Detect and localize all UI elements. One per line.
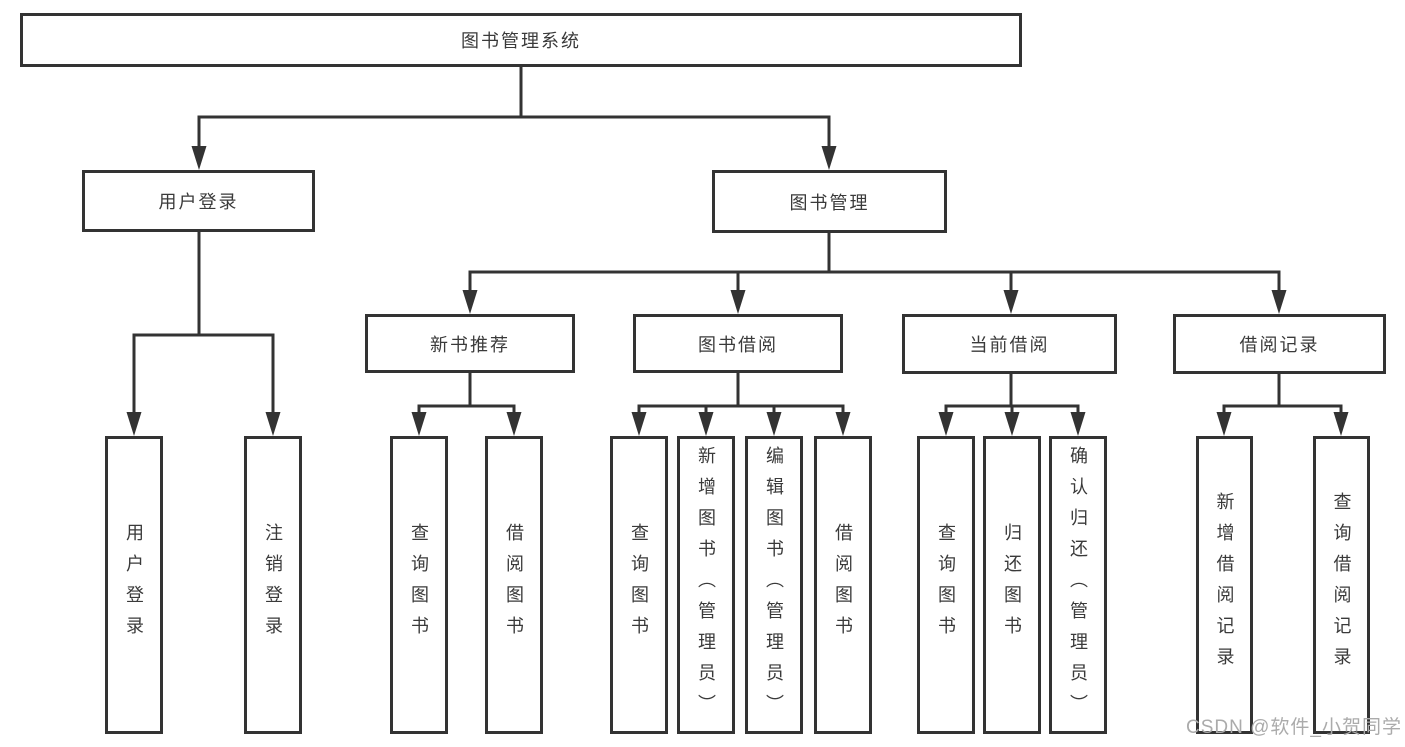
node-current-borrowing: 当前借阅 <box>902 314 1117 374</box>
arrowhead <box>1333 412 1349 436</box>
edges-borrow-record-to-leaves <box>1222 373 1343 420</box>
leaf-borrow-books-2: 借阅图书 <box>814 436 872 734</box>
node-label: 图书借阅 <box>698 334 778 355</box>
node-root-book-management-system: 图书管理系统 <box>20 13 1022 67</box>
node-label: 新增图书（管理员） <box>696 445 716 725</box>
edges-new-book-rec-to-leaves <box>417 373 516 420</box>
node-label: 查询图书 <box>409 523 429 647</box>
node-label: 确认归还（管理员） <box>1068 445 1088 725</box>
leaf-query-books-2: 查询图书 <box>610 436 668 734</box>
node-label: 注销登录 <box>263 523 283 647</box>
node-label: 编辑图书（管理员） <box>764 445 784 725</box>
node-label: 借阅图书 <box>504 523 524 647</box>
watermark-text: CSDN @软件_小贺同学 <box>1186 717 1402 738</box>
arrowhead <box>631 412 647 436</box>
leaf-edit-books-admin: 编辑图书（管理员） <box>745 436 803 734</box>
leaf-add-books-admin: 新增图书（管理员） <box>677 436 735 734</box>
arrowheads <box>126 146 1349 436</box>
node-label: 当前借阅 <box>969 335 1050 355</box>
node-label: 新书推荐 <box>430 334 510 355</box>
node-user-login: 用户登录 <box>82 170 315 232</box>
node-label: 借阅记录 <box>1239 335 1320 355</box>
node-label: 图书管理 <box>789 192 870 213</box>
arrowhead <box>835 412 851 436</box>
node-label: 新增借阅记录 <box>1214 492 1235 678</box>
node-label: 查询借阅记录 <box>1331 492 1352 678</box>
node-label: 用户登录 <box>124 523 144 647</box>
arrowhead <box>698 412 714 436</box>
edges-root-to-level2 <box>197 67 831 152</box>
node-label: 用户登录 <box>158 192 239 212</box>
arrowhead <box>1003 290 1019 314</box>
arrowhead <box>462 290 478 314</box>
arrowhead <box>506 412 522 436</box>
node-label: 查询图书 <box>936 523 956 647</box>
leaf-add-borrow-record: 新增借阅记录 <box>1196 436 1253 734</box>
arrowhead <box>1216 412 1232 436</box>
node-label: 图书管理系统 <box>461 31 581 51</box>
arrowhead <box>938 412 954 436</box>
node-book-borrowing: 图书借阅 <box>633 314 843 373</box>
node-new-book-recommendation: 新书推荐 <box>365 314 575 373</box>
leaf-query-borrow-record: 查询借阅记录 <box>1313 436 1370 734</box>
leaf-borrow-books-1: 借阅图书 <box>485 436 543 734</box>
arrowhead <box>126 412 142 436</box>
leaf-query-books-3: 查询图书 <box>917 436 975 734</box>
arrowhead <box>265 412 281 436</box>
arrowhead <box>411 412 427 436</box>
arrowhead <box>730 290 746 314</box>
edges-user-login-to-leaves <box>132 232 275 420</box>
node-label: 借阅图书 <box>833 523 853 647</box>
arrowhead <box>1070 412 1086 436</box>
node-label: 归还图书 <box>1002 523 1022 647</box>
arrowhead <box>191 146 207 170</box>
leaf-query-books-1: 查询图书 <box>390 436 448 734</box>
arrowhead <box>821 146 837 170</box>
leaf-return-books: 归还图书 <box>983 436 1041 734</box>
leaf-confirm-return-admin: 确认归还（管理员） <box>1049 436 1107 734</box>
node-borrowing-records: 借阅记录 <box>1173 314 1386 374</box>
node-label: 查询图书 <box>629 523 649 647</box>
edges-book-borrow-to-leaves <box>637 373 845 420</box>
arrowhead <box>1004 412 1020 436</box>
leaf-logout: 注销登录 <box>244 436 302 734</box>
leaf-user-login: 用户登录 <box>105 436 163 734</box>
node-book-management: 图书管理 <box>712 170 947 233</box>
arrowhead <box>1271 290 1287 314</box>
edges-book-mgmt-to-level3 <box>468 233 1281 296</box>
arrowhead <box>766 412 782 436</box>
